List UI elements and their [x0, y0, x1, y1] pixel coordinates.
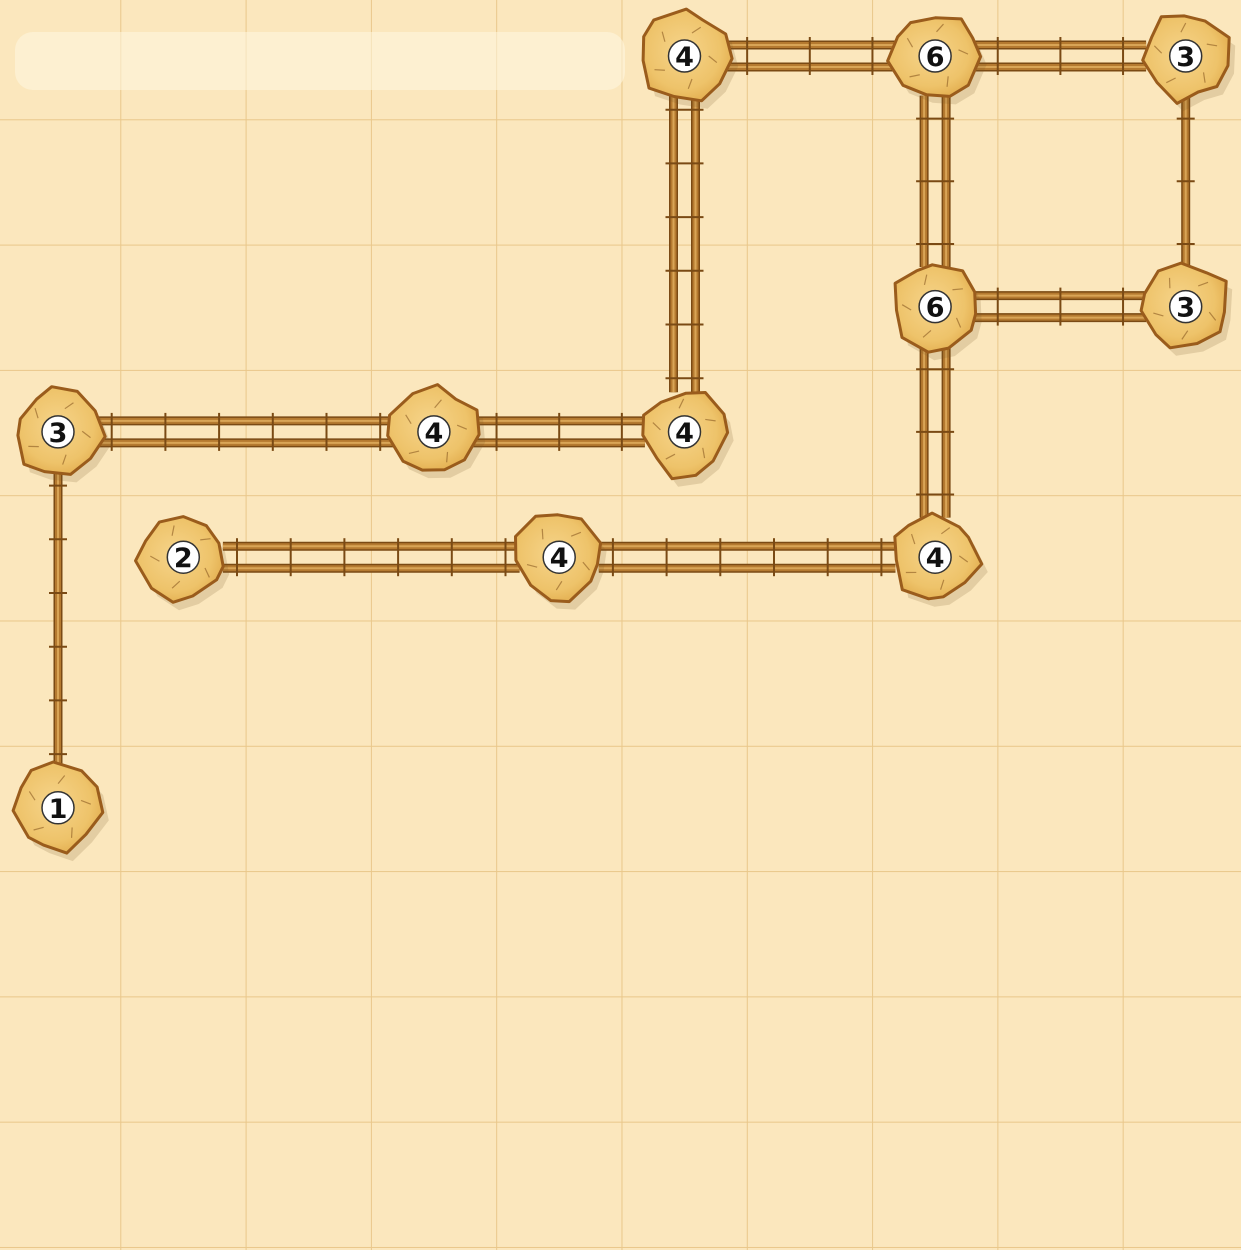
island-number: 6	[926, 293, 945, 324]
bridge-d-e[interactable]	[975, 288, 1146, 326]
island-number: 2	[174, 543, 193, 574]
bridge-j-k[interactable]	[599, 538, 896, 576]
bridge-b-d[interactable]	[916, 96, 954, 267]
island-number: 4	[675, 418, 694, 449]
island-f[interactable]: 3	[18, 387, 111, 483]
island-number: 4	[926, 543, 945, 574]
island-h[interactable]: 4	[643, 393, 734, 487]
bridge-c-e[interactable]	[1177, 96, 1195, 267]
island-b[interactable]: 6	[888, 18, 987, 105]
island-i[interactable]: 2	[136, 517, 230, 611]
bridge-d-k[interactable]	[916, 346, 954, 517]
island-k[interactable]: 4	[895, 513, 988, 607]
island-number: 4	[675, 42, 694, 73]
island-d[interactable]: 6	[895, 265, 982, 360]
bridge-g-h[interactable]	[474, 413, 645, 451]
island-number: 3	[1176, 293, 1195, 324]
island-number: 4	[550, 543, 569, 574]
island-e[interactable]: 3	[1141, 263, 1232, 356]
island-l[interactable]: 1	[13, 762, 109, 861]
island-c[interactable]: 3	[1143, 16, 1236, 112]
island-number: 6	[926, 42, 945, 73]
bridge-f-g[interactable]	[98, 413, 395, 451]
bridge-a-h[interactable]	[666, 96, 704, 393]
island-number: 3	[49, 418, 68, 449]
bridge-b-c[interactable]	[975, 37, 1146, 75]
bridge-f-l[interactable]	[49, 472, 67, 769]
bridge-a-b[interactable]	[724, 37, 895, 75]
island-a[interactable]: 4	[643, 9, 738, 109]
island-number: 1	[49, 794, 68, 825]
island-number: 3	[1176, 42, 1195, 73]
island-g[interactable]: 4	[388, 385, 485, 479]
bridge-i-j[interactable]	[223, 538, 520, 576]
island-j[interactable]: 4	[516, 515, 607, 610]
island-number: 4	[425, 418, 444, 449]
